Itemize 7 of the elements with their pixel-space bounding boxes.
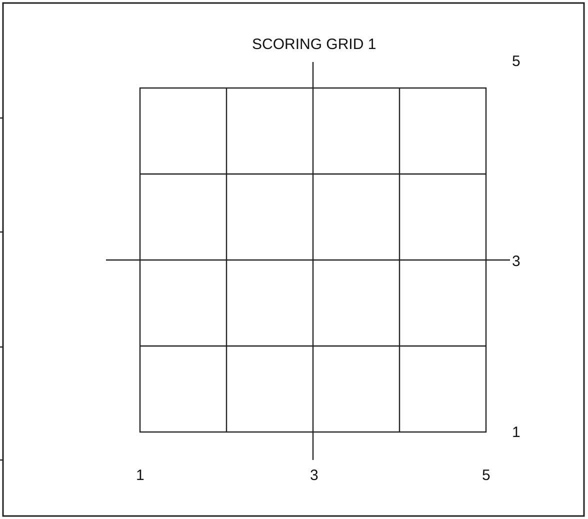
axis-value: 3 (512, 253, 520, 271)
grid-title: SCORING GRID 1 (252, 36, 376, 54)
axis-value: 5 (482, 467, 490, 485)
axis-value: 5 (512, 53, 520, 71)
axis-value: 1 (512, 424, 520, 442)
axis-value: 1 (136, 467, 144, 485)
axis-value: 3 (310, 467, 318, 485)
